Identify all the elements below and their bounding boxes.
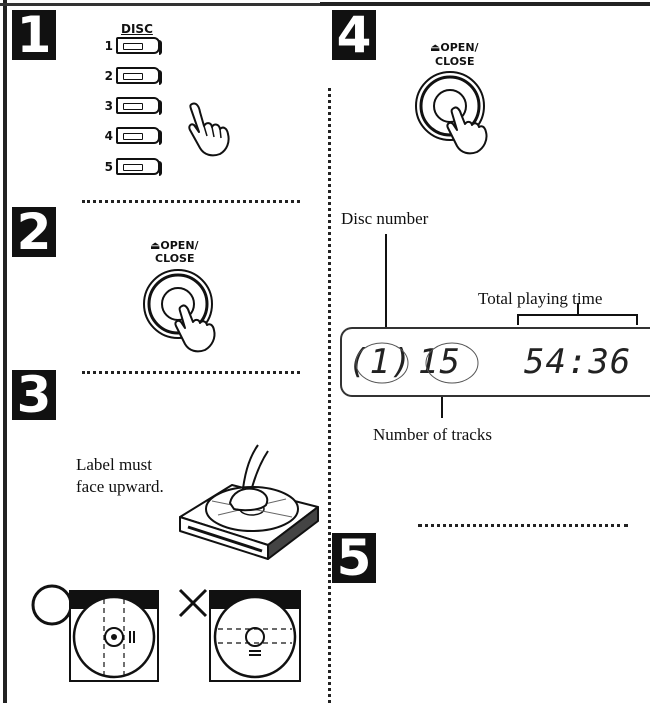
page-left-border bbox=[3, 0, 7, 703]
disc-button-body bbox=[116, 67, 162, 85]
disc-button-1[interactable]: 1 bbox=[103, 37, 162, 55]
number-of-tracks-label: Number of tracks bbox=[373, 425, 492, 444]
disc-button-2[interactable]: 2 bbox=[103, 67, 162, 85]
disc-correct-illustration bbox=[69, 590, 159, 682]
total-playing-time-label: Total playing time bbox=[478, 289, 603, 308]
open-close-label-line1-step4: ⏏OPEN/ bbox=[430, 41, 479, 54]
open-close-button-step4[interactable] bbox=[410, 66, 510, 162]
lcd-highlight-ellipses bbox=[355, 342, 479, 384]
lcd-disc-number: (1) bbox=[348, 342, 413, 382]
open-close-label-line1: ⏏OPEN/ bbox=[150, 239, 199, 252]
disc-button-body bbox=[116, 97, 162, 115]
label-instruction-line1: Label must bbox=[76, 455, 153, 474]
pointing-hand-icon bbox=[188, 102, 230, 157]
page-top-border-right bbox=[320, 2, 650, 6]
disc-button-label: 2 bbox=[104, 68, 113, 83]
disc-button-label: 5 bbox=[104, 159, 113, 174]
label-instruction-line2: face upward. bbox=[76, 477, 164, 496]
disc-incorrect-illustration bbox=[209, 590, 301, 682]
divider-step4-step5 bbox=[418, 524, 628, 527]
divider-step1-step2 bbox=[82, 200, 300, 203]
disc-tray-illustration bbox=[179, 444, 319, 560]
disc-button-4[interactable]: 4 bbox=[103, 127, 162, 145]
disc-button-body bbox=[116, 37, 162, 55]
disc-button-body bbox=[116, 158, 162, 176]
lcd-total-time: 54:36 bbox=[524, 342, 632, 382]
disc-panel-title: DISC bbox=[121, 22, 153, 36]
divider-step2-step3 bbox=[82, 371, 300, 374]
cross-mark-icon bbox=[178, 588, 208, 618]
disc-button-label: 1 bbox=[104, 38, 113, 53]
disc-number-label: Disc number bbox=[341, 209, 429, 228]
step-number-1: 1 bbox=[12, 10, 56, 60]
open-close-label-line2-step4: CLOSE bbox=[435, 55, 475, 68]
open-close-button-step2[interactable] bbox=[138, 262, 238, 358]
step-number-3: 3 bbox=[12, 370, 56, 420]
step-number-4: 4 bbox=[332, 10, 376, 60]
disc-button-5[interactable]: 5 bbox=[103, 158, 162, 176]
step-number-5: 5 bbox=[332, 533, 376, 583]
disc-button-body bbox=[116, 127, 162, 145]
lcd-track-count: 15 bbox=[418, 342, 461, 382]
disc-button-label: 3 bbox=[104, 98, 113, 113]
disc-button-label: 4 bbox=[104, 128, 113, 143]
open-close-label-line2: CLOSE bbox=[155, 252, 195, 265]
disc-button-3[interactable]: 3 bbox=[103, 97, 162, 115]
lcd-display-panel: (1) 15 54:36 bbox=[340, 327, 650, 397]
step-number-2: 2 bbox=[12, 207, 56, 257]
vertical-divider bbox=[328, 88, 331, 703]
